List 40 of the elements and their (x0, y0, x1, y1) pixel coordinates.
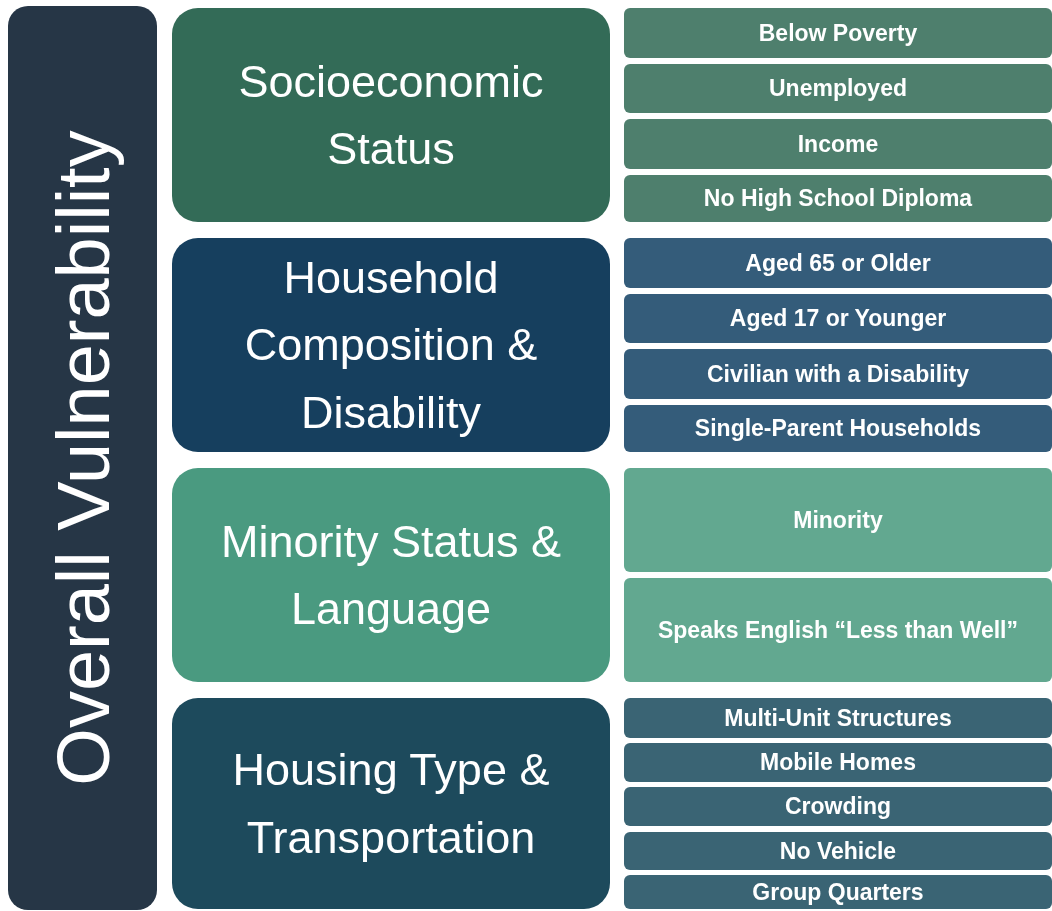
category-box (172, 8, 610, 222)
indicator-label: Minority (793, 506, 883, 534)
indicator-label: Multi-Unit Structures (724, 704, 952, 732)
indicator-label: Group Quarters (752, 878, 924, 906)
indicator-box (624, 405, 1052, 452)
indicator-label: Crowding (784, 793, 891, 820)
indicator-label: Aged 65 or Older (745, 249, 931, 277)
indicator-label: Civilian with a Disability (707, 360, 969, 388)
indicator-label: Single-Parent Households (694, 415, 982, 442)
indicator-box (624, 875, 1052, 909)
category-label: Minority Status & Language (219, 514, 563, 636)
indicator-label: No High School Diploma (703, 185, 973, 212)
indicator-label: Mobile Homes (760, 749, 916, 776)
indicator-box (624, 578, 1052, 682)
overall-vulnerability-panel (8, 6, 157, 910)
indicator-label: No Vehicle (779, 837, 897, 865)
category-box (172, 698, 610, 909)
indicator-box (624, 119, 1052, 169)
category-label: Housing Type & Transportation (231, 743, 551, 865)
category-label: Household Composition & Disability (243, 250, 539, 440)
indicator-box (624, 294, 1052, 343)
indicator-box (624, 175, 1052, 222)
indicator-box (624, 743, 1052, 782)
indicator-box (624, 238, 1052, 288)
indicator-label: Aged 17 or Younger (729, 305, 947, 332)
indicator-box (624, 832, 1052, 870)
indicator-label: Below Poverty (758, 19, 918, 47)
indicator-label: Income (797, 130, 879, 158)
indicator-label: Speaks English “Less than Well” (658, 616, 1018, 644)
indicator-box (624, 698, 1052, 738)
category-box (172, 238, 610, 452)
indicator-box (624, 349, 1052, 399)
indicator-box (624, 468, 1052, 572)
category-box (172, 468, 610, 682)
indicator-label: Unemployed (769, 75, 907, 102)
indicator-box (624, 64, 1052, 113)
category-label: Socioeconomic Status (237, 54, 545, 176)
indicator-box (624, 8, 1052, 58)
vertical-title: Overall Vulnerability (40, 130, 125, 786)
indicator-box (624, 787, 1052, 826)
